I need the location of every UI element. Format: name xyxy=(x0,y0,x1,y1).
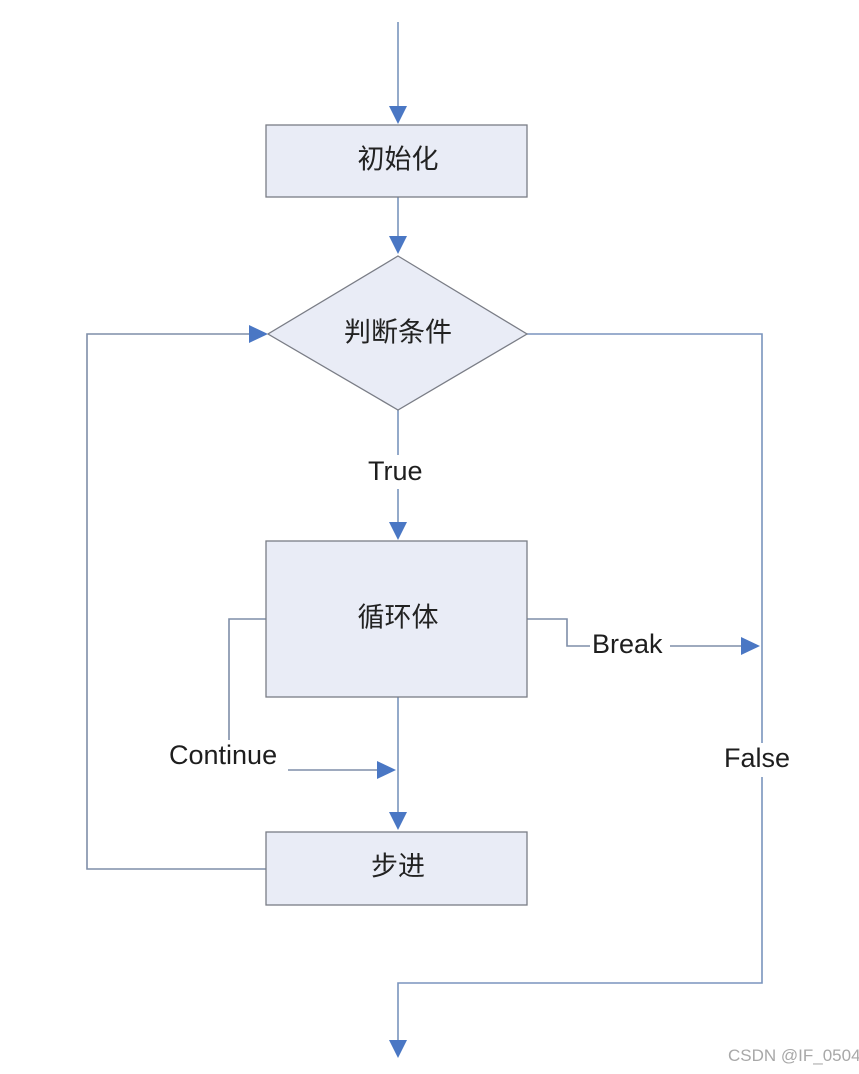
node-step-label: 步进 xyxy=(371,852,425,883)
label-true: True xyxy=(368,456,423,486)
label-break: Break xyxy=(592,629,663,659)
edge-continue xyxy=(228,618,381,771)
arrowhead-entry xyxy=(389,106,407,124)
label-true-bg xyxy=(364,455,432,489)
edge-condition-false xyxy=(397,333,763,1042)
watermark: CSDN @IF_0504 xyxy=(728,1046,859,1065)
arrowhead-exit xyxy=(389,1040,407,1058)
arrowhead-body-to-step xyxy=(389,812,407,830)
node-init-label: 初始化 xyxy=(358,145,439,176)
arrowhead-loop-back xyxy=(249,325,268,343)
edge-step-loop-back xyxy=(86,333,266,870)
node-init xyxy=(265,124,528,198)
label-false: False xyxy=(724,743,790,773)
arrowhead-break xyxy=(741,637,760,655)
node-loop-body-label: 循环体 xyxy=(358,603,439,634)
node-step xyxy=(265,831,528,906)
arrowhead-continue xyxy=(377,761,396,779)
arrowhead-condition-true xyxy=(389,522,407,540)
label-continue: Continue xyxy=(169,740,277,770)
label-false-bg xyxy=(720,743,800,777)
arrowhead-init-to-condition xyxy=(389,236,407,254)
label-continue-bg xyxy=(166,740,288,774)
node-condition xyxy=(266,255,529,411)
node-condition-label: 判断条件 xyxy=(344,318,452,349)
label-break-bg xyxy=(590,629,670,663)
node-loop-body xyxy=(265,540,528,698)
